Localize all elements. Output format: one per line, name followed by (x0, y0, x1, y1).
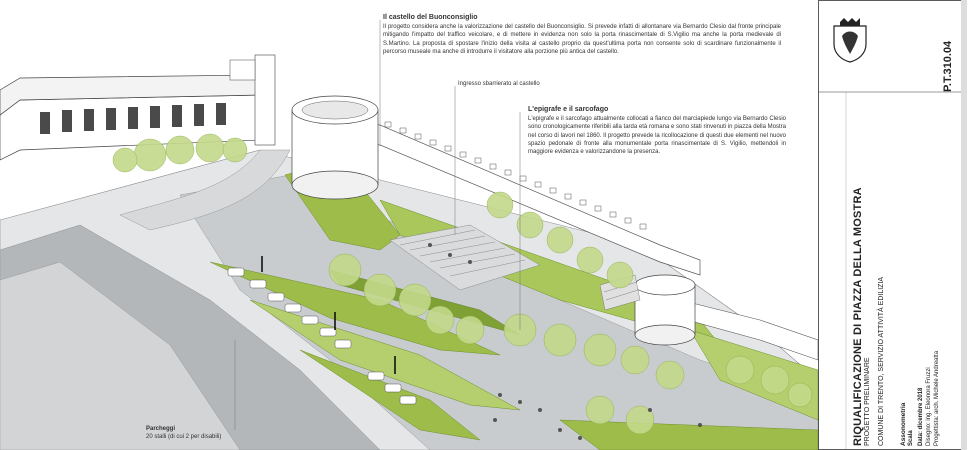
sheet-code: P.T.310.04 (942, 40, 954, 92)
scale-label: Scala (908, 430, 914, 446)
green-wedge-1 (209, 261, 501, 356)
annotation-epigrafe-title: L'epigrafe e il sarcofago (528, 106, 609, 113)
parked-cars (227, 267, 417, 405)
trees (112, 133, 813, 435)
drawing-type: Assonometria (900, 402, 907, 446)
people (428, 243, 702, 440)
green-wedge-3 (299, 349, 481, 441)
annotation-epigrafe: L'epigrafe e il sarcofago L'epigrafe e i… (528, 106, 786, 156)
annotation-castello-body: Il progetto considera anche la valorizza… (383, 24, 781, 55)
sidewalk (0, 261, 241, 450)
annotation-parcheggi-body: 20 stalli (di cui 2 per disabili) (146, 434, 222, 440)
annotation-epigrafe-body: L'epigrafe e il sarcofago attualmente co… (528, 116, 786, 156)
drawn-by: Disegno: ing. Eleonora Fruzzi (926, 367, 932, 446)
title-block: P.T.310.04 RIQUALIFICAZIONE DI PIAZZA DE… (818, 0, 980, 450)
light-poles (261, 256, 396, 374)
wall-battlements (384, 121, 647, 230)
annotation-castello-title: Il castello del Buonconsiglio (383, 14, 478, 21)
annotation-parcheggi-title: Parcheggi (146, 426, 176, 432)
green-bottom (559, 419, 819, 450)
title-block-frame (818, 0, 967, 450)
annotation-parcheggi: Parcheggi 20 stalli (di cui 2 per disabi… (146, 426, 346, 440)
green-wedge-2 (249, 299, 521, 411)
building-windows (40, 103, 226, 134)
coat-of-arms-icon (833, 18, 867, 63)
office-name: COMUNE DI TRENTO, SERVIZIO ATTIVITÀ EDIL… (878, 276, 885, 446)
annotation-ingresso: Ingresso sbarrierato al castello (458, 81, 540, 87)
green-lawn-right (689, 329, 819, 421)
small-tower (634, 274, 696, 346)
annotation-castello: Il castello del Buonconsiglio Il progett… (383, 14, 781, 56)
stepped-ramp (389, 224, 541, 291)
castle-tower (291, 95, 379, 200)
curved-street (119, 149, 291, 231)
designer: Progettista: arch. Michele Andreatta (934, 350, 940, 446)
project-subtitle: PROGETTO PRELIMINARE (864, 357, 871, 446)
drawing-date: Data: dicembre 2018 (918, 387, 924, 446)
project-title: RIQUALIFICAZIONE DI PIAZZA DELLA MOSTRA (852, 187, 864, 446)
leader-lines (234, 20, 521, 430)
